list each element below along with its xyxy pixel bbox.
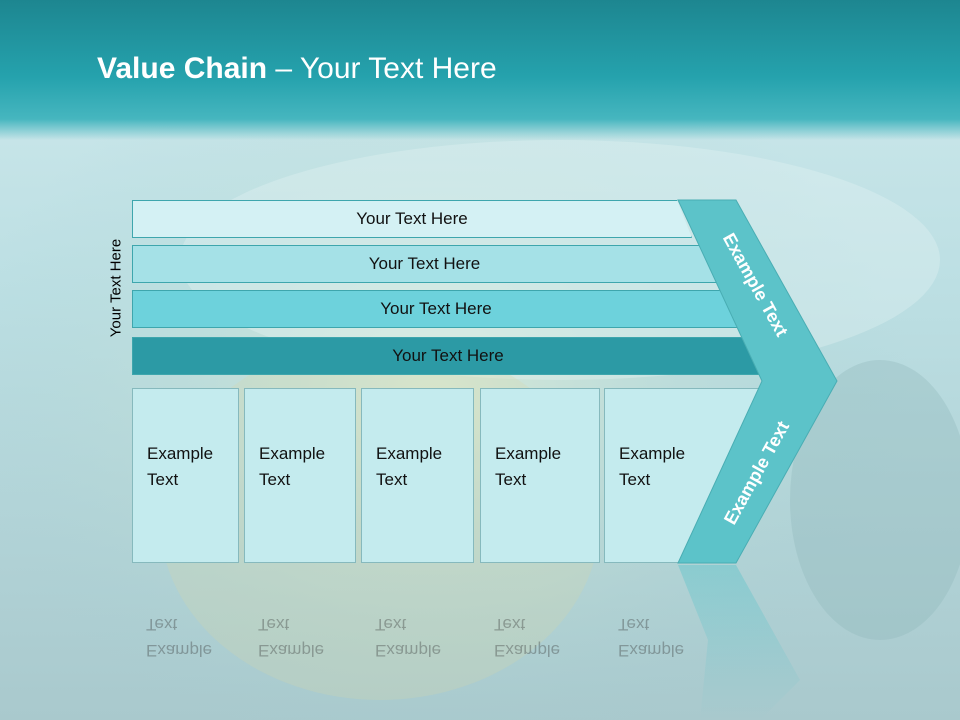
bar-4-label: Your Text Here xyxy=(392,346,504,365)
box-3-line-2: Text xyxy=(376,470,408,489)
chevron-shape xyxy=(677,199,838,564)
box-3-line-1: Example xyxy=(376,444,443,463)
slide-title: Value Chain – Your Text Here xyxy=(97,52,497,86)
chevron-reflection xyxy=(678,565,800,720)
box-2-line-1: Example xyxy=(259,444,326,463)
box-1-line-2: Text xyxy=(147,470,179,489)
box-2-line-2: Text xyxy=(259,470,291,489)
value-chain-bar-2: Your Text Here xyxy=(132,245,717,283)
box-5-line-2: Text xyxy=(619,470,651,489)
activity-box-3: Example Text xyxy=(361,388,474,563)
value-chain-bar-1: Your Text Here xyxy=(132,200,692,238)
activity-box-1: Example Text xyxy=(132,388,239,563)
box-1-line-1: Example xyxy=(147,444,214,463)
title-rest: – Your Text Here xyxy=(267,52,497,85)
activity-box-4: Example Text xyxy=(480,388,600,563)
value-chain-bar-4: Your Text Here xyxy=(132,337,764,375)
box-4-line-2: Text xyxy=(495,470,527,489)
box-5-line-1: Example xyxy=(619,444,686,463)
bar-2-label: Your Text Here xyxy=(368,254,481,273)
activity-box-2: Example Text xyxy=(244,388,356,563)
title-bold: Value Chain xyxy=(97,52,268,85)
bar-3-label: Your Text Here xyxy=(380,299,492,318)
box-4-line-1: Example xyxy=(495,444,562,463)
bar-1-label: Your Text Here xyxy=(356,209,468,228)
header-band xyxy=(0,0,960,140)
value-chain-bar-3: Your Text Here xyxy=(132,290,740,328)
